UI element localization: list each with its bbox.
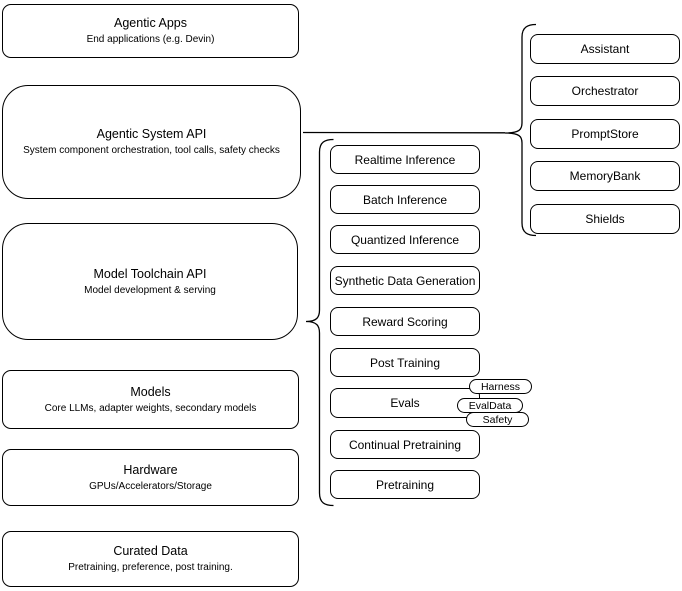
node-model-toolchain-api: Model Toolchain API Model development & …	[2, 223, 298, 340]
component-assistant: Assistant	[530, 34, 680, 64]
component-label: PromptStore	[571, 127, 639, 141]
toolchain-item-label: Continual Pretraining	[348, 437, 462, 452]
toolchain-item-label: Realtime Inference	[354, 152, 456, 167]
component-label: MemoryBank	[569, 169, 641, 183]
toolchain-item-realtime-inference: Realtime Inference	[330, 145, 480, 174]
toolchain-item-reward-scoring: Reward Scoring	[330, 307, 480, 336]
component-promptstore: PromptStore	[530, 119, 680, 149]
node-title: Models	[130, 384, 171, 399]
component-orchestrator: Orchestrator	[530, 76, 680, 106]
toolchain-item-label: Synthetic Data Generation	[334, 273, 476, 288]
node-title: Model Toolchain API	[93, 266, 207, 281]
node-title: Curated Data	[113, 544, 188, 558]
node-subtitle: Core LLMs, adapter weights, secondary mo…	[44, 402, 257, 414]
toolchain-item-label: Reward Scoring	[362, 314, 448, 329]
toolchain-item-evals: Evals	[330, 388, 480, 418]
toolchain-item-post-training: Post Training	[330, 348, 480, 377]
node-title: Hardware	[123, 462, 178, 477]
node-agentic-apps: Agentic Apps End applications (e.g. Devi…	[2, 4, 299, 58]
toolchain-item-label: Quantized Inference	[350, 232, 460, 247]
eval-tag-label: EvalData	[468, 399, 512, 412]
toolchain-item-label: Batch Inference	[362, 192, 448, 207]
node-subtitle: Pretraining, preference, post training.	[68, 562, 233, 573]
eval-tag-safety: Safety	[466, 412, 529, 427]
toolchain-item-label: Evals	[390, 396, 420, 410]
node-models: Models Core LLMs, adapter weights, secon…	[2, 370, 299, 429]
component-label: Assistant	[580, 42, 630, 56]
node-hardware: Hardware GPUs/Accelerators/Storage	[2, 449, 299, 506]
eval-tag-label: Safety	[482, 413, 513, 426]
component-memorybank: MemoryBank	[530, 161, 680, 191]
system-components-brace	[504, 23, 537, 237]
toolchain-item-quantized-inference: Quantized Inference	[330, 225, 480, 254]
node-subtitle: Model development & serving	[84, 284, 216, 296]
eval-tag-evaldata: EvalData	[457, 398, 523, 413]
node-subtitle: End applications (e.g. Devin)	[86, 34, 215, 45]
toolchain-item-batch-inference: Batch Inference	[330, 185, 480, 214]
toolchain-item-pretraining: Pretraining	[330, 470, 480, 499]
toolchain-item-continual-pretraining: Continual Pretraining	[330, 430, 480, 459]
toolchain-item-synthetic-data-generation: Synthetic Data Generation	[330, 266, 480, 295]
node-title: Agentic System API	[96, 127, 207, 141]
node-subtitle: System component orchestration, tool cal…	[23, 145, 280, 156]
node-curated-data: Curated Data Pretraining, preference, po…	[2, 531, 299, 587]
toolchain-brace	[305, 138, 334, 507]
node-title: Agentic Apps	[114, 16, 187, 30]
toolchain-item-label: Post Training	[369, 355, 441, 370]
toolchain-item-label: Pretraining	[375, 477, 435, 492]
component-label: Orchestrator	[571, 84, 639, 98]
node-subtitle: GPUs/Accelerators/Storage	[89, 480, 212, 492]
eval-tag-label: Harness	[480, 380, 521, 393]
component-label: Shields	[585, 212, 625, 226]
component-shields: Shields	[530, 204, 680, 234]
node-agentic-system-api: Agentic System API System component orch…	[2, 85, 301, 199]
eval-tag-harness: Harness	[469, 379, 532, 394]
